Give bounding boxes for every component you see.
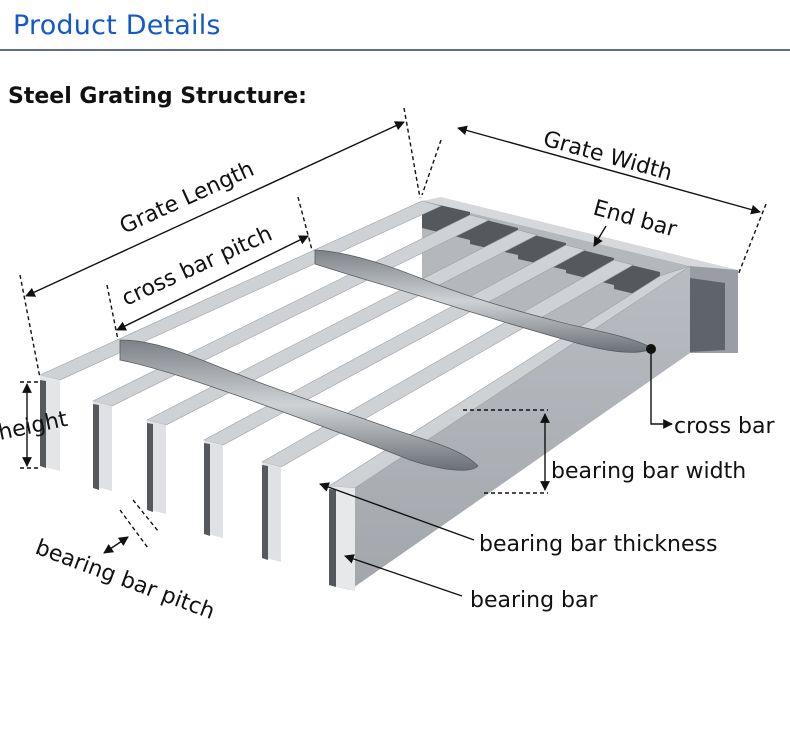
label-bearing-bar: bearing bar xyxy=(470,588,598,613)
bearing-bar-thickness-leader xyxy=(319,482,475,541)
label-bearing-bar-thickness: bearing bar thickness xyxy=(479,532,717,557)
page-title: Product Details xyxy=(13,10,221,41)
grate-length-dimension xyxy=(25,121,405,297)
label-bearing-bar-pitch: bearing bar pitch xyxy=(32,535,218,625)
label-cross-bar-pitch: cross bar pitch xyxy=(118,221,276,311)
header-divider xyxy=(0,49,790,51)
bearing-bar-pitch-dimension xyxy=(103,536,129,554)
grate-width-dimension xyxy=(457,125,761,215)
label-bearing-bar-width: bearing bar width xyxy=(551,459,746,484)
end-bar xyxy=(422,197,738,353)
cross-bar-pitch-dimension xyxy=(116,235,309,331)
label-end-bar: End bar xyxy=(590,196,680,243)
label-cross-bar: cross bar xyxy=(674,414,775,439)
end-bar-leader xyxy=(593,225,607,247)
cross-bar-leader xyxy=(650,352,673,429)
section-title: Steel Grating Structure: xyxy=(8,84,307,109)
label-grate-length: Grate Length xyxy=(116,157,258,240)
bearing-bar-leader xyxy=(344,554,463,597)
